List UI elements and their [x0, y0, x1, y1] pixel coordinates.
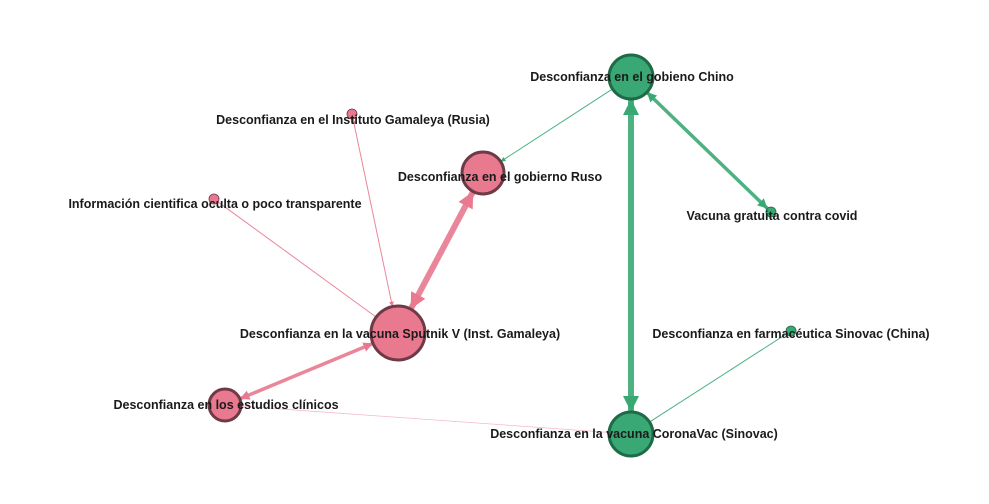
node-gratuita[interactable] [765, 206, 777, 218]
node-label-estudios: Desconfianza en los estudios clínicos [113, 398, 338, 412]
node-label-coronavac: Desconfianza en la vacuna CoronaVac (Sin… [490, 427, 778, 441]
node-estudios[interactable] [207, 387, 243, 423]
node-label-sinovac: Desconfianza en farmacéutica Sinovac (Ch… [652, 327, 929, 341]
node-info[interactable] [208, 193, 220, 205]
arrowhead-sputnik [410, 291, 426, 310]
node-label-ruso: Desconfianza en el gobierno Ruso [398, 170, 603, 184]
node-gamaleya[interactable] [346, 108, 358, 120]
node-coronavac[interactable] [607, 410, 655, 458]
arrowhead-ruso [500, 156, 506, 162]
arrowhead-sputnik [362, 342, 374, 352]
node-chino[interactable] [607, 53, 655, 101]
node-label-sputnik: Desconfianza en la vacuna Sputnik V (Ins… [240, 327, 560, 341]
node-label-chino: Desconfianza en el gobieno Chino [530, 70, 734, 84]
node-sinovac[interactable] [785, 325, 797, 337]
edge-sputnik-gamaleya [352, 118, 393, 307]
arrowhead-estudios [239, 390, 251, 400]
node-label-info: Información cientifica oculta o poco tra… [68, 197, 361, 211]
edge-chino-gratuita [645, 91, 769, 210]
edge-sputnik-estudios [239, 341, 374, 401]
arrowhead-coronavac [623, 396, 639, 412]
edge-chino-ruso [500, 88, 613, 162]
edge-estudios-coronavac [240, 405, 610, 433]
edge-sputnik-ruso [408, 190, 476, 311]
arrowhead-chino [646, 92, 658, 103]
node-sputnik[interactable] [369, 304, 427, 362]
arrowhead-gratuita [757, 198, 768, 209]
node-ruso[interactable] [460, 150, 506, 196]
node-label-gamaleya: Desconfianza en el Instituto Gamaleya (R… [216, 113, 490, 127]
edges-layer [217, 88, 788, 433]
node-label-gratuita: Vacuna gratuita contra covid [687, 209, 858, 223]
nodes-layer [207, 53, 797, 458]
edge-info-sputnik [217, 201, 377, 318]
arrowhead-ruso [458, 191, 474, 210]
edge-sinovac-coronavac [649, 333, 788, 423]
arrowhead-chino [623, 99, 639, 115]
arrowhead-gamaleya [351, 118, 357, 125]
labels-layer: Desconfianza en el gobieno ChinoDesconfi… [68, 70, 929, 441]
